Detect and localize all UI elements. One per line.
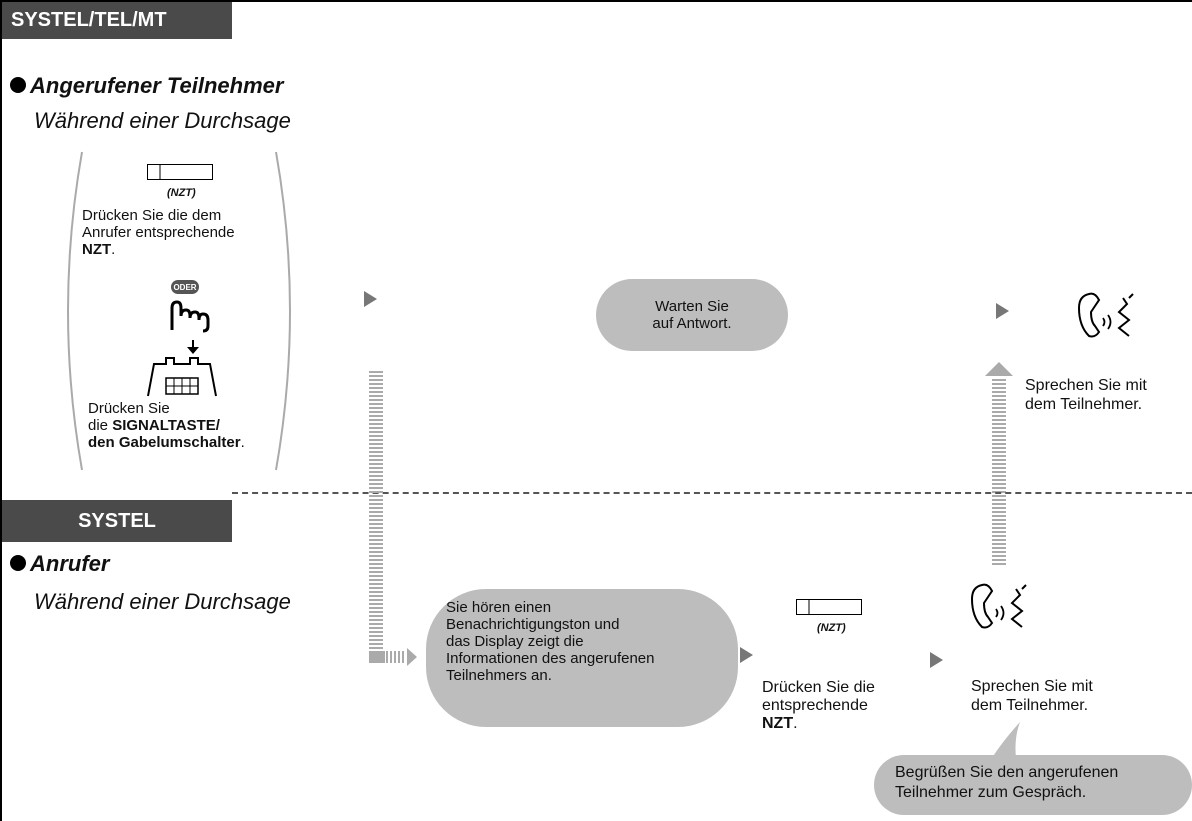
key-name: den Gabelumschalter [88, 434, 241, 451]
text-line: Benachrichtigungston und [446, 616, 620, 633]
key-name: NZT [82, 241, 112, 258]
condition-called: Während einer Durchsage [34, 108, 291, 133]
key-name: SIGNALTASTE/ [112, 417, 220, 434]
text-line: Teilnehmers an. [446, 667, 552, 684]
section-divider [232, 492, 1192, 494]
up-arrow-icon [985, 362, 1013, 565]
text-line: Sprechen Sie mit [971, 678, 1093, 695]
text-line: Anrufer entsprechende [82, 224, 235, 241]
text-line: Sprechen Sie mit [1025, 377, 1147, 394]
text-line: Drücken Sie [88, 400, 170, 417]
press-instruction: Drücken Sie die dem Anrufer entsprechend… [82, 207, 235, 258]
nzt-key-icon [796, 599, 862, 615]
text-line: dem Teilnehmer. [971, 697, 1089, 714]
hand-press-icon [170, 300, 210, 333]
bullet-icon [10, 555, 26, 571]
oder-label: ODER [173, 282, 197, 292]
text-line: Begrüßen Sie den angerufenen [895, 764, 1119, 781]
text-segment: die [88, 417, 113, 434]
connector-arrow-icon [369, 371, 417, 666]
nzt-key-label: (NZT) [817, 622, 846, 634]
tab-label: SYSTEL/TEL/MT [11, 9, 167, 31]
text-line: NZT. [762, 715, 798, 732]
talking-handset-icon [970, 583, 1027, 629]
role-label: Anrufer [30, 551, 110, 576]
nzt-key-icon [147, 164, 213, 180]
flow-arrow-icon [364, 291, 377, 307]
text-line: dem Teilnehmer. [1025, 396, 1143, 413]
tab-label: SYSTEL [78, 509, 156, 532]
hook-switch-icon [147, 357, 217, 397]
talking-handset-icon [1077, 292, 1134, 338]
oder-badge: ODER [171, 280, 199, 294]
left-parenthesis-icon [67, 151, 83, 471]
speech-bubble-tail [992, 722, 1020, 758]
right-parenthesis-icon [275, 151, 291, 471]
text-line: entsprechende [762, 697, 868, 714]
text-line: den Gabelumschalter. [88, 434, 245, 451]
caller-talk-instruction: Sprechen Sie mit dem Teilnehmer. [971, 677, 1093, 715]
role-heading-caller: Anrufer [10, 551, 109, 577]
text-line: die SIGNALTASTE/ [88, 417, 245, 434]
caller-press-instruction: Drücken Sie die entsprechende NZT. [762, 679, 875, 733]
text-line: das Display zeigt die [446, 633, 584, 650]
text-line: Informationen des angerufenen [446, 650, 655, 667]
condition-caller: Während einer Durchsage [34, 589, 291, 614]
notification-bubble: Sie hören einen Benachrichtigungston und… [426, 589, 738, 727]
alt-instruction: Drücken Sie die SIGNALTASTE/ den Gabelum… [88, 400, 245, 451]
text-line: Drücken Sie die [762, 679, 875, 696]
key-name: NZT [762, 715, 794, 732]
flow-arrow-icon [930, 652, 943, 668]
tab-systel-tel-mt: SYSTEL/TEL/MT [2, 2, 232, 39]
text-line: Teilnehmer zum Gespräch. [895, 784, 1087, 801]
talk-instruction-top: Sprechen Sie mit dem Teilnehmer. [1025, 376, 1147, 414]
text-line: Sie hören einen [446, 599, 552, 616]
greeting-bubble: Begrüßen Sie den angerufenen Teilnehmer … [874, 755, 1192, 815]
flow-arrow-icon [740, 647, 753, 663]
role-heading-called: Angerufener Teilnehmer [10, 73, 283, 99]
tab-systel: SYSTEL [2, 500, 232, 542]
down-arrow-icon [187, 340, 199, 354]
wait-bubble: Warten Sie auf Antwort. [596, 279, 788, 351]
bullet-icon [10, 77, 26, 93]
text-line: Warten Sie [655, 298, 729, 315]
text-line: NZT. [82, 241, 116, 258]
role-label: Angerufener Teilnehmer [30, 73, 284, 98]
text-line: auf Antwort. [652, 315, 732, 332]
nzt-key-label: (NZT) [167, 187, 196, 199]
text-line: Drücken Sie die dem [82, 207, 222, 224]
flow-arrow-icon [996, 303, 1009, 319]
